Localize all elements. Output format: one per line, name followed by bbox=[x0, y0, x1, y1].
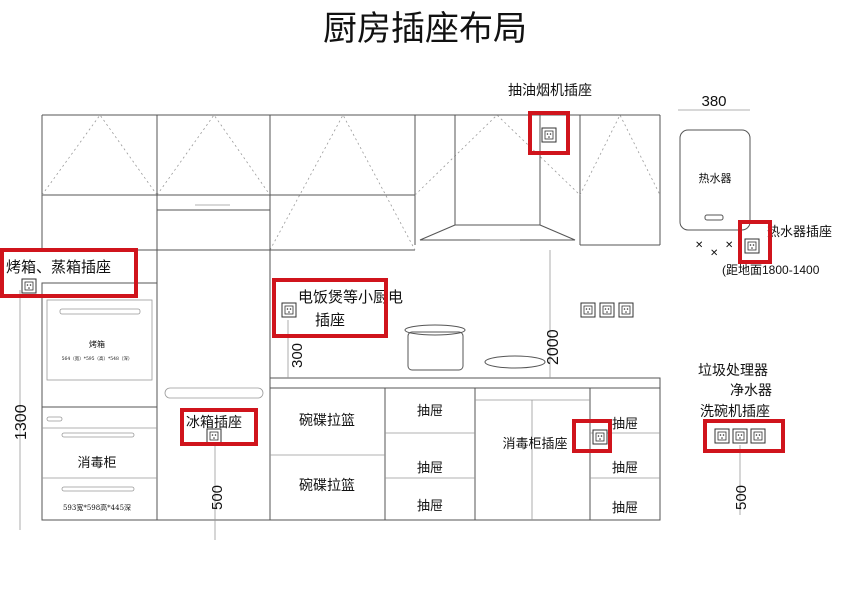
spare-socket-icon bbox=[580, 302, 596, 318]
hood-height-dim: 2000 bbox=[545, 329, 562, 365]
page-title: 厨房插座布局 bbox=[323, 10, 527, 48]
spare-socket-icon bbox=[618, 302, 634, 318]
fridge-socket-icon bbox=[206, 428, 222, 444]
small-appliance-socket-icon bbox=[281, 302, 297, 318]
small-appliance-socket-label-1: 电饭煲等小厨电 bbox=[298, 288, 403, 306]
basket-label-2: 碗碟拉篮 bbox=[299, 478, 355, 494]
oven-label: 烤箱 bbox=[89, 339, 105, 349]
small-appliance-height: 300 bbox=[289, 343, 306, 368]
sink-socket-height: 500 bbox=[733, 485, 750, 510]
oven-tower: 烤箱 564（宽）*595（高）*548（深） 消毒柜 593宽*598高*44… bbox=[13, 282, 158, 530]
spare-socket-icon bbox=[599, 302, 615, 318]
sterilizer-size: 593宽*598高*445深 bbox=[63, 503, 131, 512]
oven-socket-label: 烤箱、蒸箱插座 bbox=[6, 258, 111, 276]
drawer-label: 抽屉 bbox=[612, 417, 638, 432]
heater-socket-label: 热水器插座 bbox=[767, 225, 832, 240]
sterilizer-label: 消毒柜 bbox=[77, 456, 116, 471]
sterilizer-socket-label: 消毒柜插座 bbox=[502, 437, 567, 452]
heater-label: 热水器 bbox=[699, 172, 732, 185]
sterilizer-socket-icon bbox=[592, 429, 608, 445]
base-cabinets: 碗碟拉篮 碗碟拉篮 抽屉 抽屉 抽屉 抽屉 抽屉 抽屉 消毒柜插座 bbox=[269, 377, 661, 521]
svg-text:✕: ✕ bbox=[710, 248, 718, 259]
sink-socket-icon bbox=[714, 428, 730, 444]
oven-size: 564（宽）*595（高）*548（深） bbox=[62, 355, 133, 362]
heater-width-dim: 380 bbox=[701, 93, 726, 110]
highlight-boxes bbox=[0, 111, 785, 453]
sink-socket-icon bbox=[750, 428, 766, 444]
sink-socket-icon bbox=[732, 428, 748, 444]
hood-socket-label: 抽油烟机插座 bbox=[508, 83, 592, 99]
hood-socket-icon bbox=[541, 127, 557, 143]
sink-label-dishwasher: 洗碗机插座 bbox=[700, 404, 770, 420]
drawer-label: 抽屉 bbox=[612, 461, 638, 476]
upper-cabinets bbox=[41, 114, 661, 521]
svg-text:✕: ✕ bbox=[725, 240, 733, 251]
drawer-label: 抽屉 bbox=[417, 499, 443, 514]
cookware: 2000 300 bbox=[287, 250, 562, 379]
heater-socket-icon bbox=[744, 238, 760, 254]
tower-height-dim: 1300 bbox=[13, 404, 30, 440]
drawer-label: 抽屉 bbox=[417, 461, 443, 476]
sink-label-disposer: 垃圾处理器 bbox=[698, 363, 768, 379]
drawer-label: 抽屉 bbox=[417, 404, 443, 419]
small-appliance-socket-label-2: 插座 bbox=[315, 311, 345, 329]
svg-text:✕: ✕ bbox=[695, 240, 703, 251]
fridge-socket-height: 500 bbox=[209, 485, 226, 510]
basket-label-1: 碗碟拉篮 bbox=[299, 413, 355, 429]
oven-socket-icon bbox=[21, 278, 37, 294]
fridge-socket-label: 冰箱插座 bbox=[186, 415, 242, 431]
heater-height-note: (距地面1800-1400 bbox=[722, 263, 820, 277]
water-heater: 380 热水器 ✕ ✕ ✕ 热水器插座 (距地面1800-1400 bbox=[678, 93, 832, 277]
fridge-top-handle bbox=[164, 387, 264, 399]
drawer-label: 抽屉 bbox=[612, 501, 638, 516]
sink-label-purifier: 净水器 bbox=[730, 383, 772, 399]
